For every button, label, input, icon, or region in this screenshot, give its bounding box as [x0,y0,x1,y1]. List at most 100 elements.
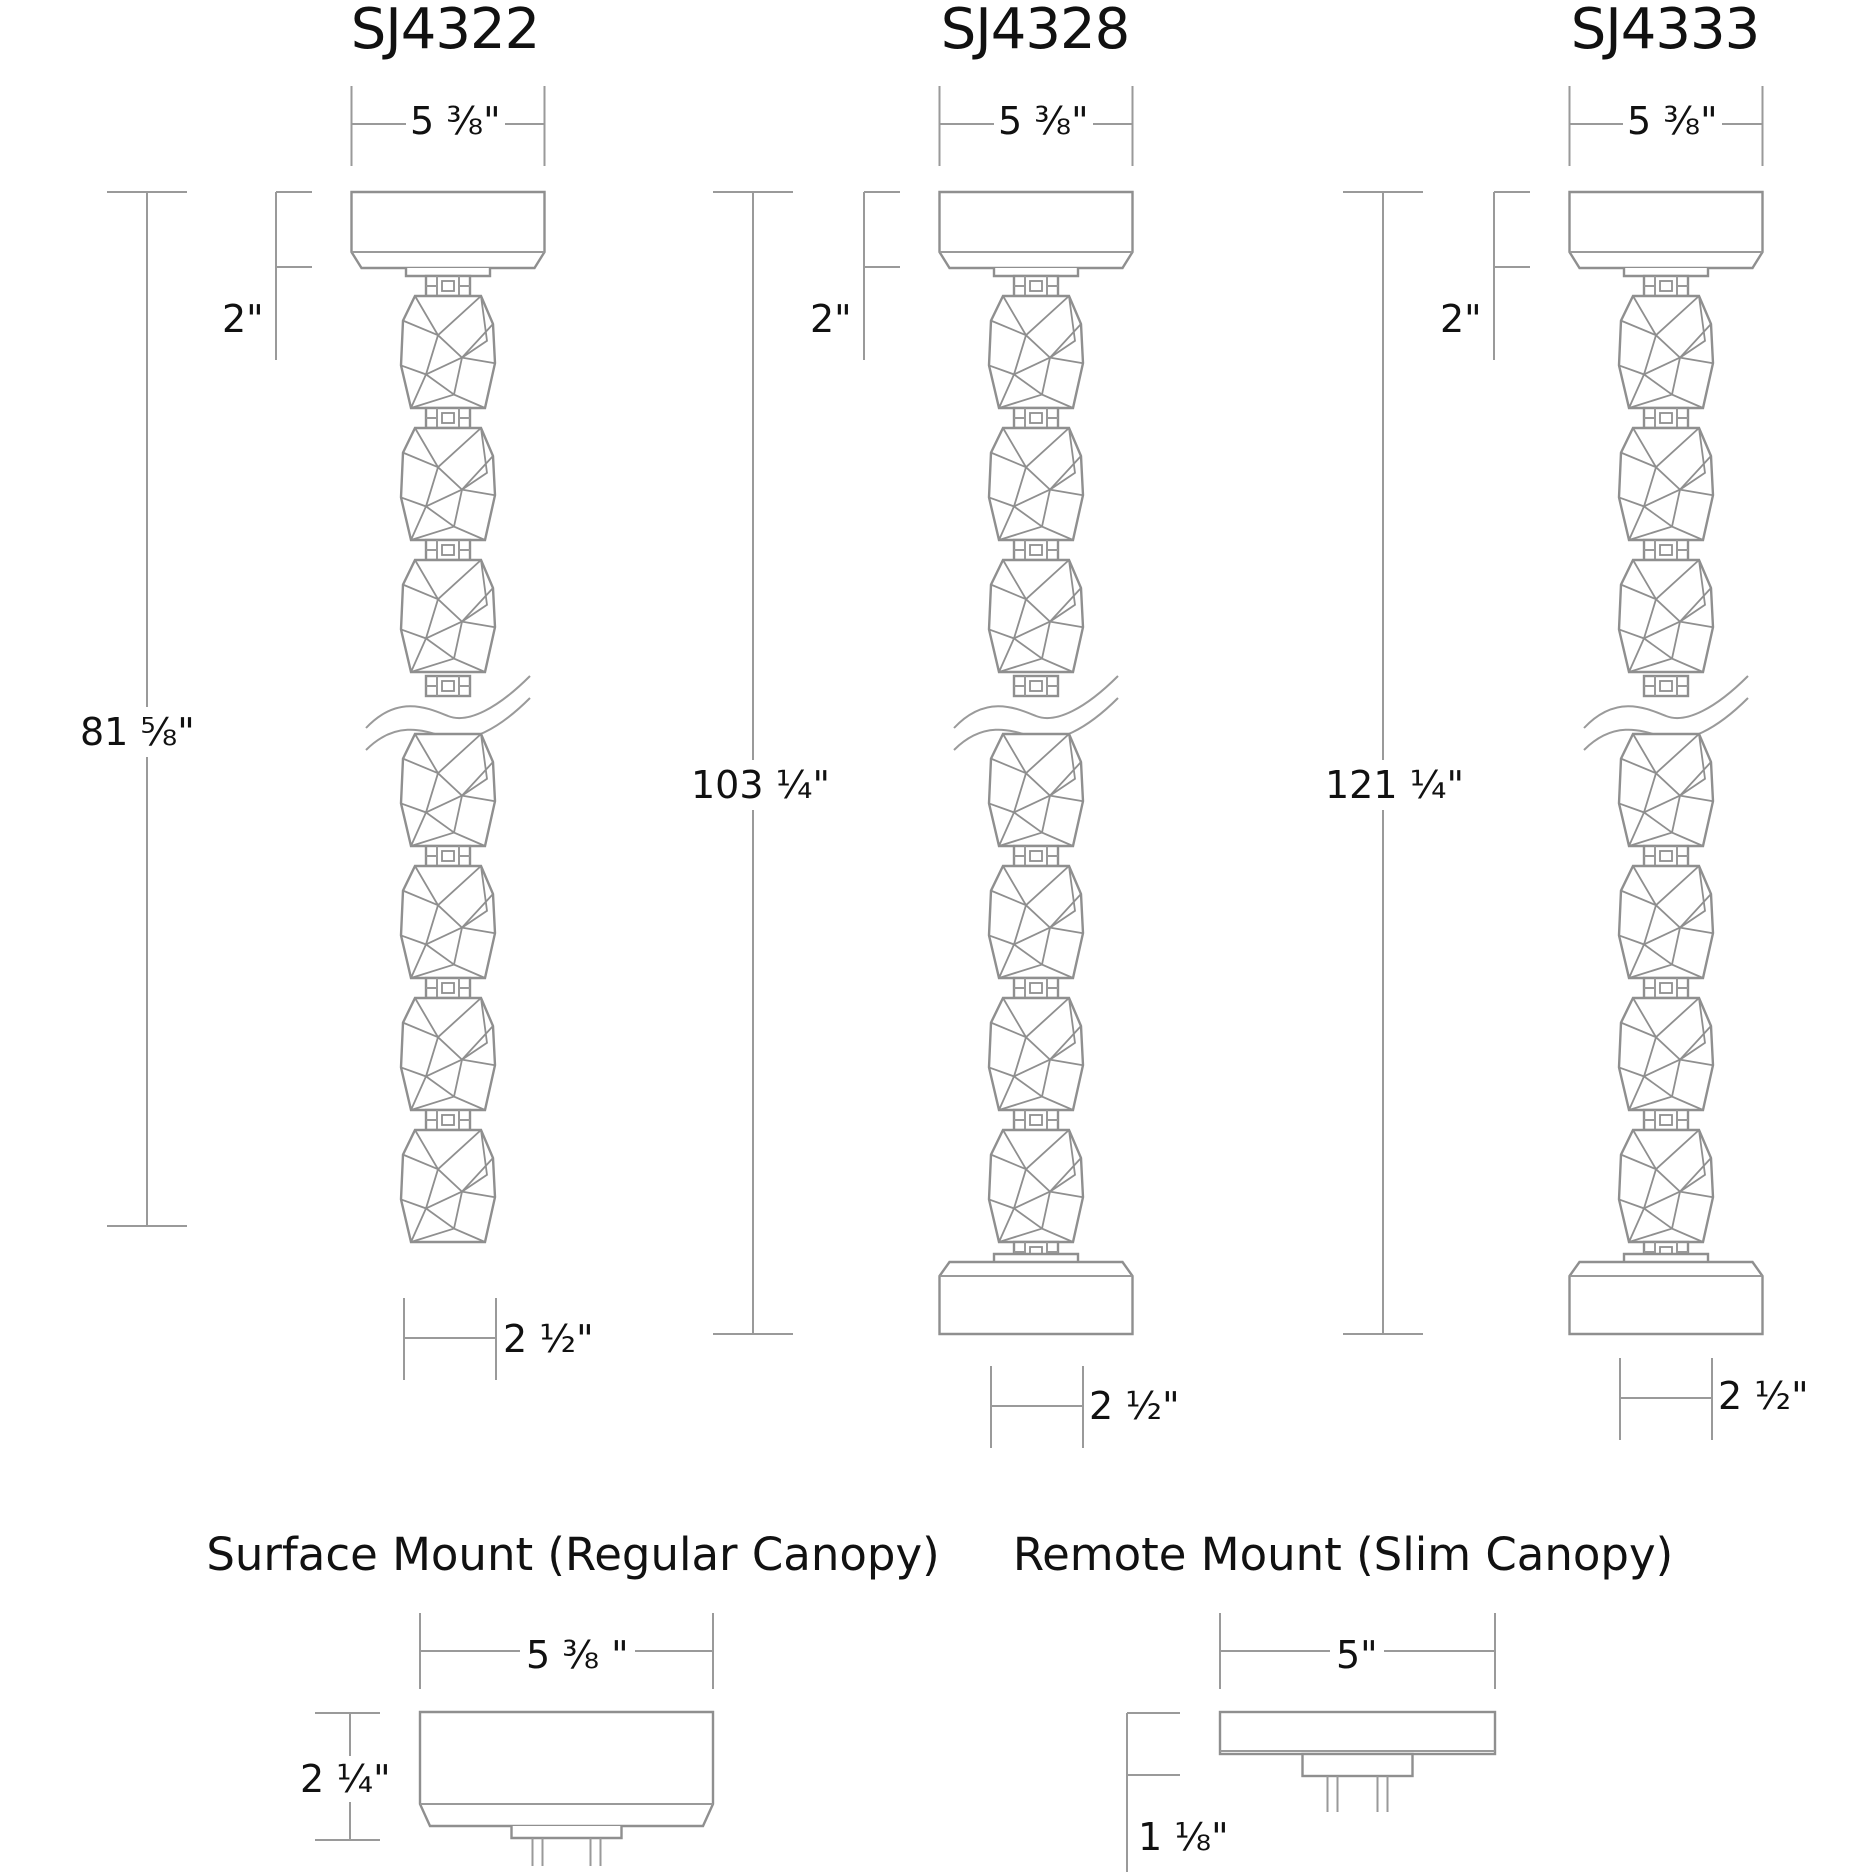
col3-crystal-facet [1628,963,1673,979]
col1-crystal-facet [461,926,496,935]
col2-crystal-facet [998,831,1043,847]
col2-crystal-facet [998,1076,1015,1111]
col2-crystal-facet [1049,733,1076,797]
col3-connector-d5 [1659,412,1673,424]
col3-crystal-facet [1679,865,1706,929]
col1-connector-d5 [441,680,455,692]
col3-crystal-facet [1679,1129,1706,1193]
col3-crystal-facet [1643,811,1673,834]
col3-crystal-facet [1628,638,1645,673]
col1-crystal-facet [461,1129,488,1193]
col2-crystal-facet [1049,865,1076,929]
col2-crystal-facet [1049,356,1084,365]
col1-crystal-facet [410,374,427,409]
col2-crystal-facet [1013,943,1043,966]
surface-mount-plate [510,1826,623,1840]
canopy-height-label-col3: 2" [1440,297,1482,341]
col2-crystal-facet [998,393,1043,409]
col3-connector-d5 [1659,280,1673,292]
col3-break-mark [1583,675,1749,729]
col3-crystal-facet [1679,733,1706,797]
col1-crystal-facet [425,1058,463,1078]
crystal-width-label-col1: 2 ½" [503,1317,594,1361]
canopy-width-label-col1: 5 ⅜" [406,102,505,140]
col1-crystal-facet [402,451,439,469]
col2-crystal-facet [1013,488,1051,508]
col3-bottom-canopy [1568,1260,1764,1336]
col1-crystal-facet [402,583,439,601]
col1-top-canopy-plate [404,268,492,278]
col3-crystal-facet [1628,1076,1645,1111]
col2-connector-d5 [1029,280,1043,292]
col3-crystal-facet [1679,427,1706,491]
col1-crystal-facet [425,1190,463,1210]
col2-crystal-facet [998,944,1015,979]
col1-crystal-facet [425,1207,455,1230]
col1-crystal-facet [461,1058,496,1067]
col3-crystal-facet [1628,525,1673,541]
col3-connector-d5 [1659,680,1673,692]
col2-crystal-facet [990,889,1027,907]
col1-crystal-facet [410,657,455,673]
col3-crystal-facet [1643,620,1681,640]
col2-crystal-facet [1049,1129,1076,1193]
col1-crystal-facet [425,488,463,508]
col2-crystal-facet [998,1227,1043,1243]
col2-crystal-facet [1013,1190,1051,1210]
col2-top-canopy-plate [992,268,1080,278]
col2-crystal-facet [998,374,1015,409]
col3-crystal-facet [1643,1058,1681,1078]
model-title-sj4333: SJ4333 [1570,0,1761,62]
remote-mount-width-label: 5" [1330,1636,1384,1674]
col2-top-canopy [938,190,1134,270]
col2-crystal-facet [1013,505,1043,528]
col3-crystal-facet [1679,1190,1714,1199]
col3-crystal-facet [1679,794,1714,803]
col2-crystal-facet [998,1208,1015,1243]
col3-top-canopy-plate [1622,268,1710,278]
col3-crystal-facet [1643,926,1681,946]
col1-crystal-facet [425,926,463,946]
col2-crystal-facet [1013,926,1051,946]
col2-crystal-facet [990,451,1027,469]
col1-crystal-facet [410,506,427,541]
col1-crystal-facet [461,488,496,497]
col1-connector-d5 [441,1114,455,1126]
col3-crystal-facet [1679,295,1706,359]
col2-crystal-facet [1049,926,1084,935]
col1-crystal-facet [410,393,455,409]
col3-crystal-facet [1628,1095,1673,1111]
col2-crystal-facet [990,1153,1027,1171]
col1-connector-d5 [441,544,455,556]
col3-crystal-facet [1628,944,1645,979]
remote-mount-canopy [1218,1710,1497,1756]
col3-crystal-facet [1628,393,1673,409]
col1-crystal-facet [410,812,427,847]
surface-mount-width-label: 5 ⅜ " [520,1636,635,1674]
col2-crystal-facet [990,319,1027,337]
col2-crystal-facet [998,506,1015,541]
col2-crystal-facet [1049,559,1076,623]
col1-top-canopy [350,190,546,270]
col1-crystal-facet [461,427,488,491]
col2-crystal-facet [1049,1190,1084,1199]
col1-crystal-facet [410,1076,427,1111]
col3-crystal-facet [1643,1190,1681,1210]
model-title-sj4322: SJ4322 [350,0,541,62]
col3-connector-d5 [1659,850,1673,862]
col1-crystal-facet [425,943,455,966]
col3-crystal-facet [1643,488,1681,508]
col2-crystal-facet [990,1021,1027,1039]
remote-mount-clips [1326,1776,1389,1812]
col2-crystal-facet [990,757,1027,775]
col1-crystal-facet [410,1095,455,1111]
col3-crystal-facet [1620,757,1657,775]
remote-mount-plate [1301,1752,1414,1778]
col1-crystal-facet [410,831,455,847]
crystal-width-label-col3: 2 ½" [1718,1374,1809,1418]
col1-connector-d5 [441,850,455,862]
col2-crystal-facet [1049,1058,1084,1067]
col2-crystal-facet [990,583,1027,601]
